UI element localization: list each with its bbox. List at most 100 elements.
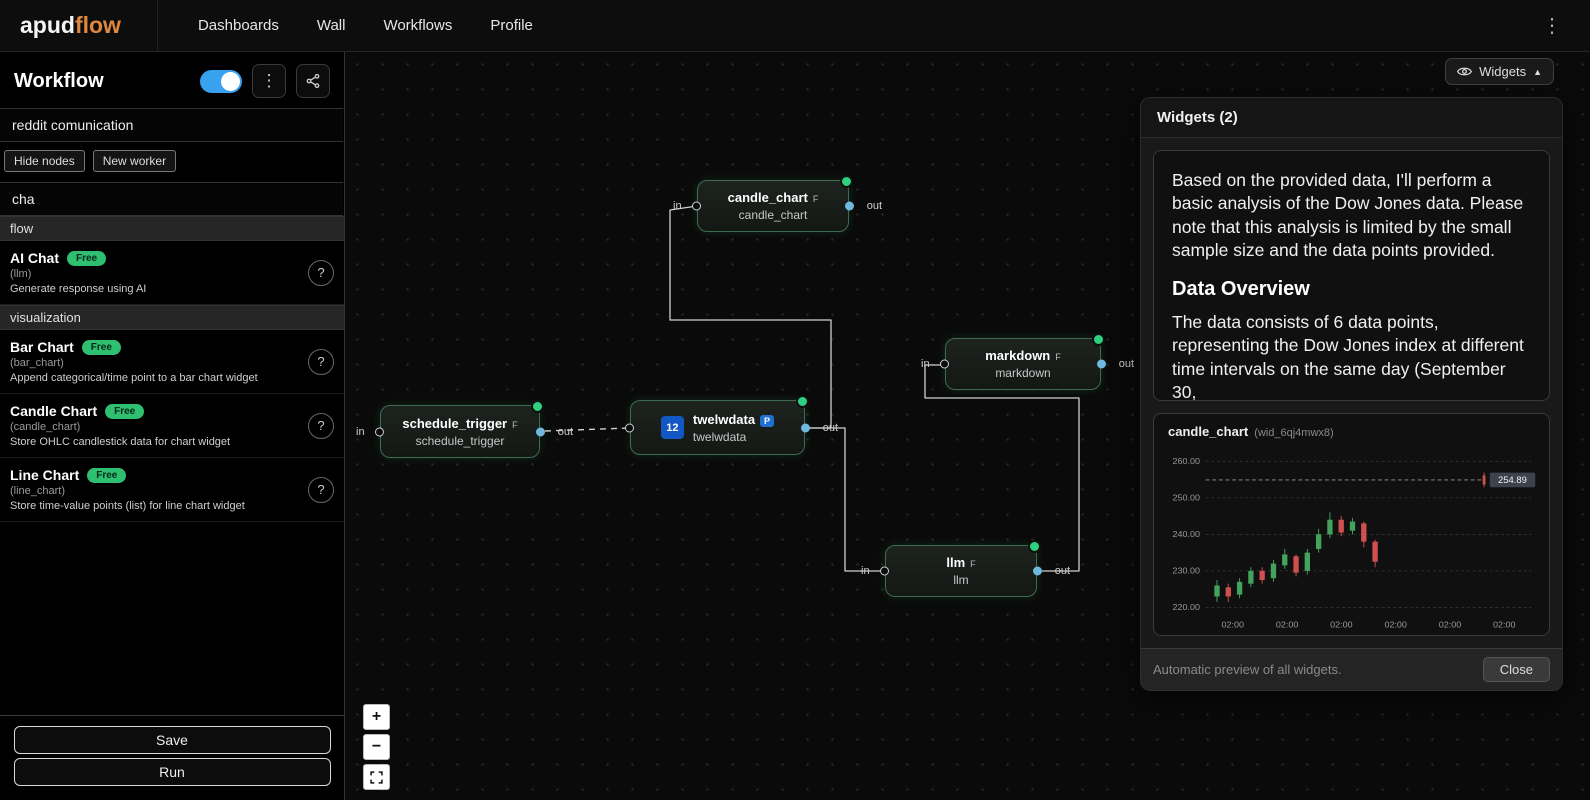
palette-item-candle-chart[interactable]: Candle Chart Free (candle_chart) Store O…: [0, 394, 344, 458]
port-label-out: out: [1054, 565, 1070, 577]
node-tag: F: [970, 559, 976, 569]
sidebar-kebab-button[interactable]: ⋮: [252, 64, 286, 98]
markdown-paragraph: Based on the provided data, I'll perform…: [1172, 170, 1524, 260]
node-markdown[interactable]: in markdown F markdown out: [921, 333, 1134, 390]
status-dot: [1028, 540, 1041, 553]
workflow-sidebar: Workflow ⋮ Hide nodes New worker flow AI…: [0, 52, 345, 800]
node-tag: P: [760, 414, 775, 427]
item-code: (llm): [10, 268, 32, 280]
item-code: (bar_chart): [10, 357, 64, 369]
toggle-knob: [221, 71, 240, 91]
free-badge: Free: [105, 403, 145, 419]
run-button[interactable]: Run: [13, 758, 331, 786]
share-icon: [306, 73, 320, 89]
node-title: schedule_trigger: [402, 415, 508, 431]
chart-widget-title: candle_chart: [1168, 423, 1249, 439]
output-port[interactable]: [845, 201, 854, 211]
node-candle-chart[interactable]: in candle_chart F candle_chart out: [673, 175, 882, 232]
zoom-out-button[interactable]: −: [363, 734, 390, 760]
navbar-kebab-icon[interactable]: ⋮: [1542, 15, 1562, 37]
item-title: Candle Chart: [10, 403, 98, 419]
palette-item-bar-chart[interactable]: Bar Chart Free (bar_chart) Append catego…: [0, 330, 344, 394]
help-button[interactable]: ?: [308, 259, 334, 286]
workflow-name-input[interactable]: [0, 108, 343, 142]
free-badge: Free: [67, 250, 107, 266]
node-llm[interactable]: in llm F llm out: [861, 540, 1070, 597]
fit-view-button[interactable]: [363, 764, 390, 790]
input-port[interactable]: [880, 566, 889, 576]
svg-text:260.00: 260.00: [1172, 456, 1200, 466]
node-schedule-trigger[interactable]: in schedule_trigger F schedule_trigger o…: [356, 400, 573, 458]
status-dot: [840, 175, 853, 188]
zoom-controls: + −: [363, 704, 390, 790]
palette-item-line-chart[interactable]: Line Chart Free (line_chart) Store time-…: [0, 458, 344, 522]
output-port[interactable]: [536, 427, 545, 436]
hide-nodes-button[interactable]: Hide nodes: [4, 150, 85, 172]
zoom-in-button[interactable]: +: [363, 704, 390, 730]
port-label-in: in: [673, 200, 682, 212]
free-badge: Free: [87, 467, 127, 483]
node-palette-list: flow AI Chat Free (llm) Generate respons…: [0, 216, 344, 716]
sidebar-title: Workflow: [14, 69, 104, 92]
widgets-panel-title: Widgets (2): [1141, 98, 1562, 138]
markdown-paragraph: The data consists of 6 data points, repr…: [1172, 312, 1524, 401]
item-code: (line_chart): [10, 485, 66, 497]
node-twelwdata[interactable]: 12 twelwdata P twelwdata out: [625, 395, 838, 455]
node-subtitle: markdown: [995, 366, 1051, 380]
help-button[interactable]: ?: [308, 412, 334, 439]
share-button[interactable]: [296, 64, 330, 98]
help-button[interactable]: ?: [308, 476, 334, 503]
svg-text:254.89: 254.89: [1498, 475, 1527, 485]
node-subtitle: schedule_trigger: [415, 433, 505, 448]
svg-text:240.00: 240.00: [1172, 529, 1200, 539]
workflow-enabled-toggle[interactable]: [200, 69, 242, 93]
svg-text:02:00: 02:00: [1222, 620, 1245, 630]
widgets-panel: Widgets (2) Based on the provided data, …: [1140, 97, 1563, 691]
nav-item-workflows[interactable]: Workflows: [383, 17, 453, 34]
section-header-flow: flow: [0, 216, 344, 241]
workflow-canvas[interactable]: in candle_chart F candle_chart out in ma…: [345, 52, 1590, 800]
port-label-out: out: [557, 425, 573, 438]
item-code: (candle_chart): [10, 421, 81, 433]
port-label-in: in: [921, 358, 930, 370]
nav-item-wall[interactable]: Wall: [316, 17, 346, 34]
nav-item-profile[interactable]: Profile: [490, 17, 533, 34]
node-tag: F: [1055, 352, 1061, 362]
free-badge: Free: [81, 339, 121, 355]
palette-item-ai-chat[interactable]: AI Chat Free (llm) Generate response usi…: [0, 241, 344, 305]
input-port[interactable]: [940, 359, 949, 369]
sidebar-header: Workflow ⋮: [0, 52, 344, 108]
save-button[interactable]: Save: [13, 726, 331, 754]
input-port[interactable]: [375, 427, 384, 436]
node-search-input[interactable]: [0, 182, 343, 216]
section-header-visualization: visualization: [0, 305, 344, 330]
widgets-panel-content[interactable]: Based on the provided data, I'll perform…: [1141, 138, 1562, 648]
new-worker-button[interactable]: New worker: [92, 150, 177, 172]
input-port[interactable]: [625, 423, 634, 432]
item-description: Store time-value points (list) for line …: [10, 500, 245, 512]
close-widgets-button[interactable]: Close: [1482, 657, 1550, 682]
input-port[interactable]: [692, 201, 701, 211]
item-description: Append categorical/time point to a bar c…: [10, 372, 258, 384]
output-port[interactable]: [1033, 566, 1042, 576]
widgets-panel-footer: Automatic preview of all widgets. Close: [1141, 648, 1562, 690]
output-port[interactable]: [801, 423, 810, 432]
help-button[interactable]: ?: [308, 348, 334, 375]
twelvedata-icon: 12: [660, 416, 684, 439]
item-title: AI Chat: [10, 250, 59, 266]
widgets-toggle-label: Widgets: [1479, 64, 1527, 79]
svg-text:02:00: 02:00: [1330, 620, 1353, 630]
fit-view-icon: [370, 770, 383, 784]
port-label-in: in: [356, 425, 365, 438]
node-subtitle: twelwdata: [692, 429, 747, 444]
widgets-toggle-button[interactable]: Widgets ▲: [1445, 58, 1554, 85]
item-description: Generate response using AI: [10, 283, 147, 295]
svg-text:02:00: 02:00: [1439, 620, 1462, 630]
nav-item-dashboards[interactable]: Dashboards: [197, 17, 279, 34]
output-port[interactable]: [1097, 359, 1106, 369]
node-subtitle: llm: [953, 573, 969, 587]
svg-text:230.00: 230.00: [1172, 566, 1200, 576]
